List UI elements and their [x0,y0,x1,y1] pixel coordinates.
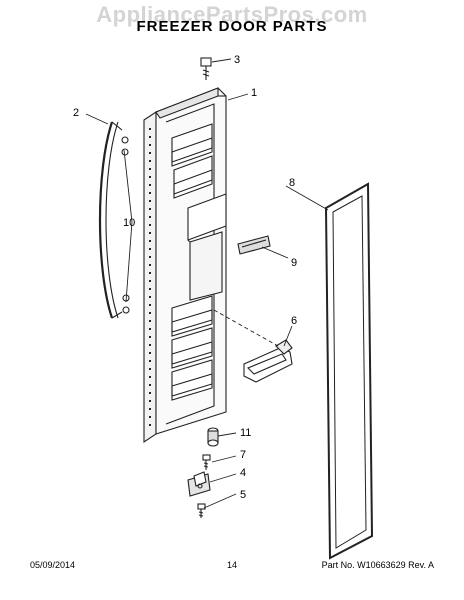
bottom-screw [197,503,206,518]
freezer-door-assembly [143,87,227,444]
callout-9: 9 [291,257,297,269]
footer-page-number: 14 [226,560,237,570]
callout-7: 7 [240,449,246,461]
callout-6: 6 [291,315,297,327]
callout-8: 8 [289,177,295,189]
door-bin [243,339,293,383]
footer-part-number: Part No. W10663629 Rev. A [321,560,434,570]
lower-hinge [187,471,211,497]
callout-10: 10 [123,217,135,229]
callout-1: 1 [251,87,257,99]
door-gasket [324,182,374,560]
callout-3: 3 [234,54,240,66]
footer-date: 05/09/2014 [30,560,76,570]
page-title: FREEZER DOOR PARTS [136,18,328,35]
callout-2: 2 [73,107,79,119]
callout-4: 4 [240,467,246,479]
watermark: AppliancePartsPros.com [96,2,368,27]
callout-11: 11 [240,427,251,439]
hinge-screw [202,454,211,470]
leader-lines [85,58,329,509]
hinge-bushing [207,427,219,447]
top-screw [200,57,212,80]
label-sticker [237,235,271,255]
callout-5: 5 [240,489,246,501]
